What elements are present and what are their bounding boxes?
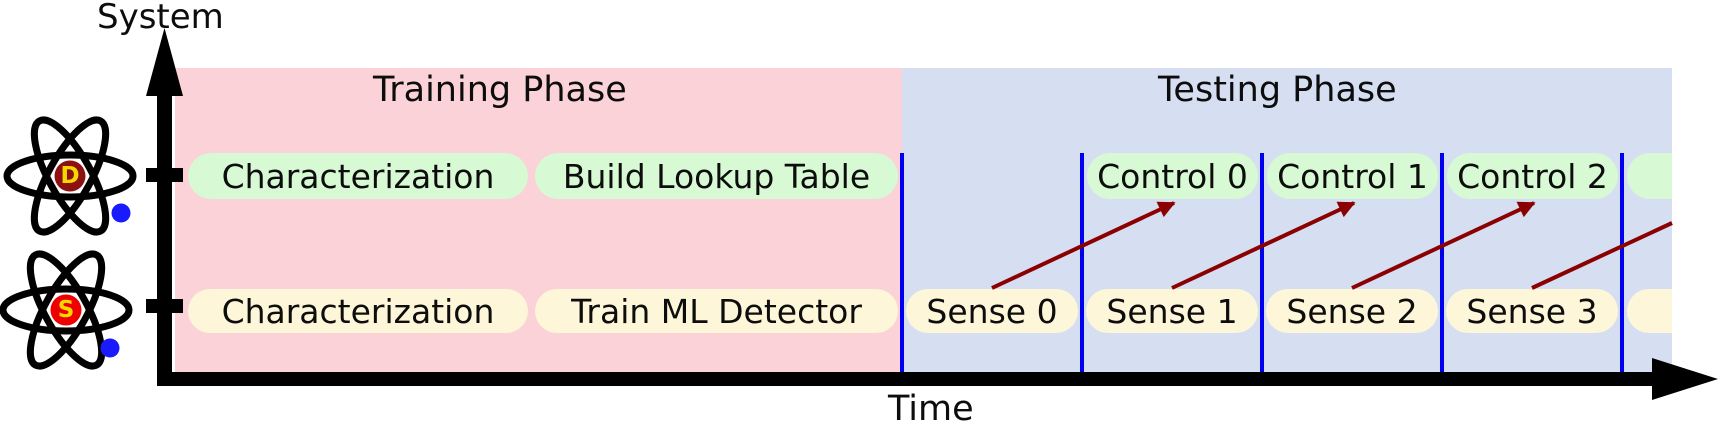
detector-nucleus: [54, 160, 86, 192]
sensor-box-partial: [1627, 289, 1672, 333]
sensor-box-train-ml-detector: Train ML Detector: [535, 289, 898, 333]
detector-box-control-0: Control 0: [1087, 153, 1258, 199]
detector-box-control-1: Control 1: [1267, 153, 1438, 199]
detector-atom-icon: D: [3, 116, 137, 236]
sensor-box-sense-3: Sense 3: [1446, 289, 1618, 333]
detector-electron: [111, 203, 131, 223]
sensor-box-sense-2: Sense 2: [1266, 289, 1438, 333]
detector-nucleus-letter: D: [60, 163, 79, 189]
testing-phase-title: Testing Phase: [1158, 70, 1397, 110]
sensor-box-sense-1: Sense 1: [1086, 289, 1258, 333]
detector-box-partial: [1627, 153, 1672, 199]
sensor-box-characterization: Characterization: [188, 289, 528, 333]
detector-box-characterization: Characterization: [188, 153, 528, 199]
sensor-electron: [100, 338, 120, 358]
y-axis-label: System: [97, 0, 224, 37]
sensor-atom-icon: S: [0, 250, 133, 370]
sensor-nucleus: [50, 294, 82, 326]
sensor-nucleus-letter: S: [58, 297, 75, 323]
sensor-box-sense-0: Sense 0: [906, 289, 1078, 333]
training-phase-title: Training Phase: [373, 70, 627, 110]
detector-box-control-2: Control 2: [1447, 153, 1618, 199]
x-axis-label: Time: [888, 389, 974, 424]
detector-box-build-lookup-table: Build Lookup Table: [535, 153, 898, 199]
